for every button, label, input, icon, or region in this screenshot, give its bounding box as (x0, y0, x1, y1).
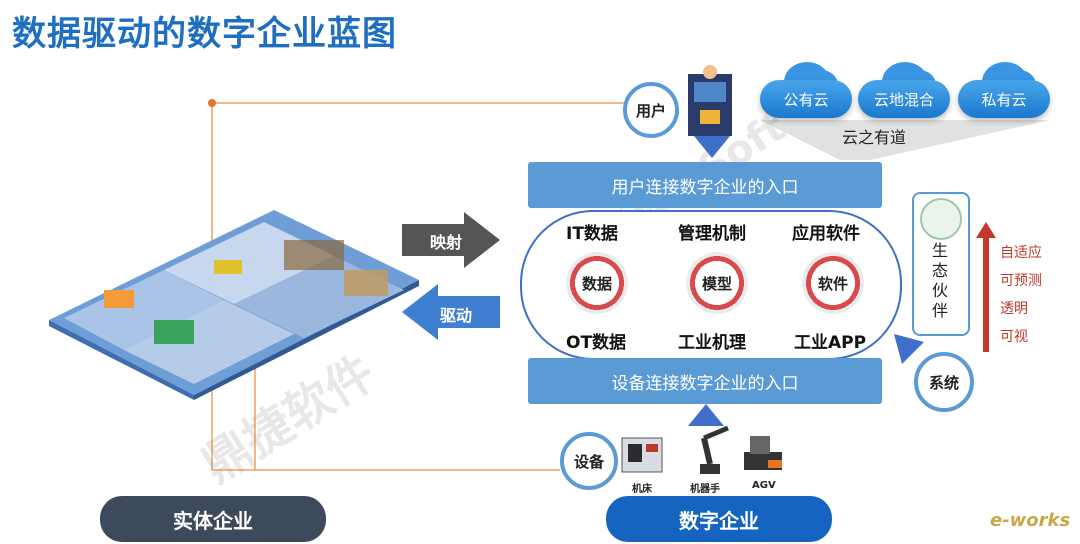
label-industrial-mechanism: 工业机理 (678, 333, 746, 353)
machine-tool-icon (621, 437, 663, 473)
gear-model-icon: 模型 (686, 252, 748, 314)
user-circle: 用户 (623, 82, 679, 138)
gear-data-icon: 数据 (566, 252, 628, 314)
cloud-hybrid: 云地混合 (858, 62, 950, 118)
factory-illustration (49, 210, 419, 400)
cloud-public: 公有云 (760, 62, 852, 118)
user-label: 用户 (635, 101, 666, 120)
benefit-transparent: 透明 (1000, 301, 1028, 317)
system-label: 系统 (928, 373, 959, 392)
gear-model-label: 模型 (701, 274, 732, 293)
robot-arm-icon (700, 425, 729, 474)
device-circle: 设备 (560, 432, 618, 490)
drive-arrow-label: 驱动 (440, 306, 473, 325)
label-industrial-app: 工业APP (794, 333, 867, 353)
device-item-robot: 机器手 (690, 484, 720, 495)
page-title: 数据驱动的数字企业蓝图 (12, 14, 397, 54)
down-arrow-icon (694, 136, 730, 158)
label-app-software: 应用软件 (792, 224, 860, 244)
label-ot-data: OT数据 (566, 333, 627, 353)
benefit-predictable: 可预测 (1000, 273, 1042, 289)
benefit-adaptive: 自适应 (1000, 245, 1042, 261)
gear-software-icon: 软件 (802, 252, 864, 314)
physical-enterprise-pill: 实体企业 (100, 496, 326, 542)
label-it-data: IT数据 (566, 224, 618, 244)
upward-arrow-icon (976, 222, 996, 352)
eworks-logo: e-works (990, 510, 1071, 531)
device-label: 设备 (573, 452, 604, 471)
device-item-agv: AGV (752, 480, 776, 491)
ecosystem-label: 生态伙伴 (929, 242, 948, 322)
globe-icon (920, 198, 962, 240)
map-arrow-icon (402, 212, 500, 268)
device-entry-bar: 设备连接数字企业的入口 (528, 358, 882, 404)
benefit-visible: 可视 (1000, 329, 1028, 345)
digital-enterprise-pill: 数字企业 (606, 496, 832, 542)
agv-icon (744, 436, 782, 470)
label-management: 管理机制 (678, 224, 746, 244)
cloud-private: 私有云 (958, 62, 1050, 118)
system-circle: 系统 (914, 352, 974, 412)
device-item-machine: 机床 (632, 484, 652, 495)
user-entry-bar: 用户连接数字企业的入口 (528, 162, 882, 208)
gear-data-label: 数据 (581, 274, 612, 293)
cloud-caption: 云之有道 (842, 128, 907, 147)
system-arrow-icon (894, 334, 924, 364)
user-operator-icon (688, 65, 732, 136)
map-arrow-label: 映射 (430, 233, 463, 252)
gear-software-label: 软件 (817, 274, 848, 293)
drive-arrow-icon (402, 284, 500, 340)
up-arrow-icon (688, 404, 724, 426)
